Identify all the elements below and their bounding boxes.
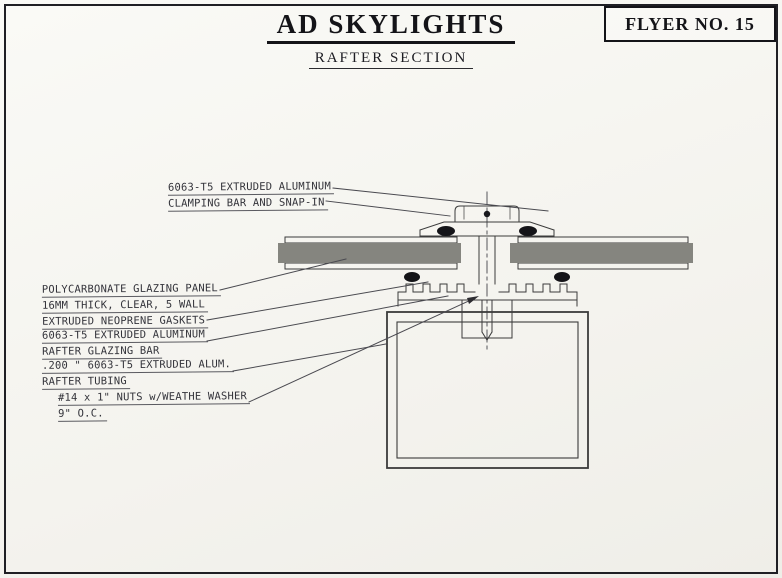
annotation-line: #14 x 1" NUTS w/WEATHE WASHER	[57, 390, 251, 406]
flyer-number-box: FLYER NO. 15	[604, 6, 776, 42]
clamping-bar-profile	[419, 205, 555, 238]
annotation-fastener: #14 x 1" NUTS w/WEATHE WASHER 9" O.C.	[57, 390, 251, 424]
company-title: AD SKYLIGHTS	[266, 9, 516, 44]
annotation-line: RAFTER TUBING	[42, 375, 130, 390]
annotation-rafter-glazing-bar: 6063-T5 EXTRUDED ALUMINUM RAFTER GLAZING…	[41, 328, 209, 361]
leader-glazing-panel	[219, 258, 347, 291]
leader-glazing-bar	[206, 295, 449, 342]
clamp-screw-head	[483, 210, 491, 218]
annotation-line: 6063-T5 EXTRUDED ALUMINUM	[41, 328, 209, 344]
screw-boss	[461, 299, 513, 341]
glazing-panel-right	[510, 236, 696, 270]
leader-lines	[206, 187, 549, 403]
leader-fastener	[248, 298, 474, 403]
annotation-line: 9" O.C.	[58, 407, 107, 422]
snap-in-legs	[463, 206, 511, 220]
annotation-line: CLAMPING BAR AND SNAP-IN	[168, 196, 328, 212]
annotation-line: POLYCARBONATE GLAZING PANEL	[41, 282, 222, 298]
drawing-title: RAFTER SECTION	[308, 50, 474, 69]
annotation-line: 16MM THICK, CLEAR, 5 WALL	[41, 298, 209, 314]
annotation-line: 6063-T5 EXTRUDED ALUMINUM	[167, 180, 335, 196]
leader-rafter-tubing	[232, 343, 387, 372]
flyer-number-label: FLYER NO. 15	[625, 13, 755, 34]
rafter-tube-profile	[386, 311, 589, 469]
leader-arrowhead	[467, 296, 479, 304]
glazing-panel-left	[278, 236, 466, 270]
annotation-glazing-panel: POLYCARBONATE GLAZING PANEL 16MM THICK, …	[41, 282, 222, 332]
annotation-line: EXTRUDED NEOPRENE GASKETS	[42, 314, 209, 330]
leader-clamping-bar-lower	[325, 200, 451, 217]
neoprene-gaskets	[404, 226, 570, 282]
annotation-rafter-tubing: .200 " 6063-T5 EXTRUDED ALUM. RAFTER TUB…	[41, 358, 235, 392]
leader-clamping-bar-upper	[332, 187, 549, 212]
annotation-line: RAFTER GLAZING BAR	[42, 344, 163, 360]
annotation-clamping-bar: 6063-T5 EXTRUDED ALUMINUM CLAMPING BAR A…	[167, 180, 335, 213]
subtitle-row: RAFTER SECTION	[0, 44, 782, 69]
annotation-line: .200 " 6063-T5 EXTRUDED ALUM.	[41, 358, 235, 374]
title-block: AD SKYLIGHTS RAFTER SECTION	[0, 9, 782, 69]
rafter-glazing-bar-profile	[397, 235, 578, 341]
leader-gaskets	[206, 281, 429, 321]
title-row: AD SKYLIGHTS	[0, 9, 782, 44]
